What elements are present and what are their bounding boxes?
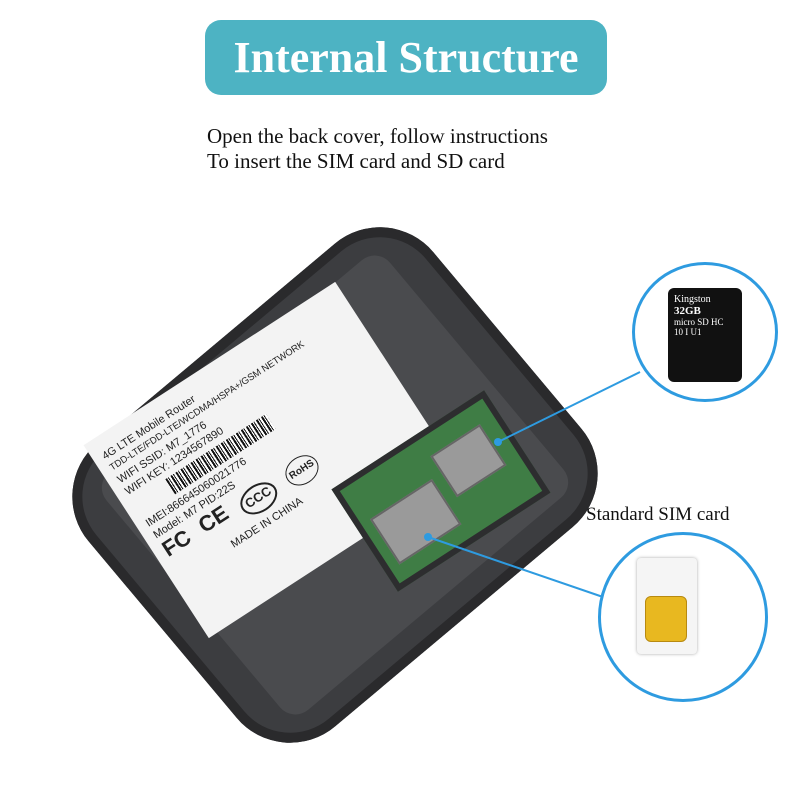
title-banner: Internal Structure	[205, 20, 607, 95]
instruction-line: To insert the SIM card and SD card	[207, 149, 505, 173]
sd-uhs: I U1	[685, 327, 702, 337]
instruction-line: Open the back cover, follow instructions	[207, 124, 548, 148]
sd-brand: Kingston	[674, 294, 711, 305]
sim-callout-line	[427, 536, 604, 598]
title: Internal Structure	[233, 33, 579, 82]
microsd-card: Kingston 32GB micro SD HC 10 I U1	[668, 288, 742, 382]
sd-class-row: 10 I U1	[674, 327, 736, 337]
instructions: Open the back cover, follow instructions…	[207, 124, 548, 174]
sim-chip	[645, 596, 687, 642]
sd-callout-line	[497, 371, 641, 443]
sd-capacity: 32GB	[674, 305, 701, 317]
sim-card	[637, 558, 697, 654]
sd-callout-dot	[494, 438, 502, 446]
sd-type: micro SD HC	[674, 317, 724, 327]
sd-class: 10	[674, 327, 683, 337]
sim-callout-dot	[424, 533, 432, 541]
sim-callout-label: Standard SIM card	[586, 504, 730, 525]
